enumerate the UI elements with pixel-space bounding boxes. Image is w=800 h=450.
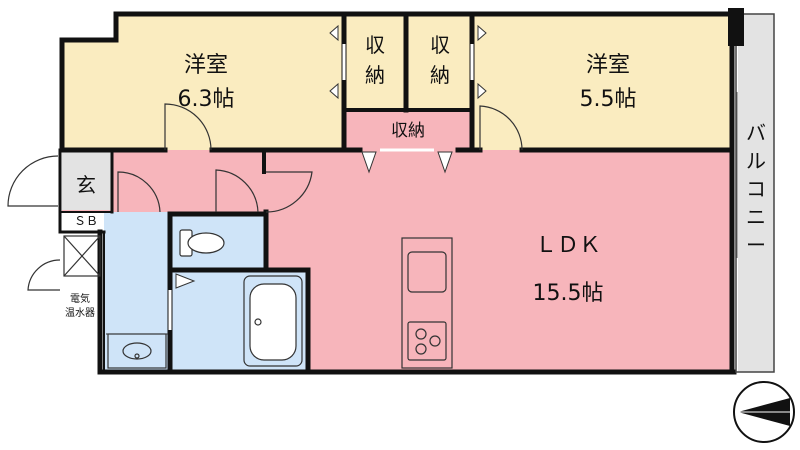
water-heater-label-1: 電気 xyxy=(70,292,90,305)
kitchen-counter xyxy=(401,237,453,369)
compass-north-icon xyxy=(733,381,795,443)
western-room-right-floor xyxy=(472,14,732,150)
sliding-door-tracks xyxy=(168,44,474,330)
ldk-size: 15.5帖 xyxy=(533,281,604,306)
balcony-label-3: コ xyxy=(746,177,766,201)
bathtub-icon xyxy=(243,275,303,367)
ldk-floor xyxy=(264,150,732,372)
kitchen-sink-icon xyxy=(407,251,447,293)
balcony-floor xyxy=(738,14,774,372)
western-room-right-name: 洋室 xyxy=(586,53,630,78)
water-heater-label-2: 温水器 xyxy=(65,307,95,319)
western-room-left-floor xyxy=(62,14,344,150)
closet-right-label-1: 収 xyxy=(430,33,450,57)
closet-left-floor xyxy=(344,14,406,110)
closet-left-label-2: 納 xyxy=(365,63,385,87)
wall-column xyxy=(728,8,744,46)
western-room-left-size: 6.3帖 xyxy=(178,87,235,112)
ldk-name: ＬＤＫ xyxy=(535,233,601,258)
closet-right-floor xyxy=(406,14,472,110)
washroom-floor xyxy=(104,212,170,372)
closet-lower-floor xyxy=(344,110,472,150)
balcony-label-5: ー xyxy=(746,233,766,257)
sliding-door-markers xyxy=(175,24,487,289)
balcony-label-2: ル xyxy=(746,149,766,173)
balcony-label-1: バ xyxy=(746,121,766,145)
doors xyxy=(7,103,523,291)
western-room-left-name: 洋室 xyxy=(184,53,228,78)
balcony-label-4: ニ xyxy=(746,205,766,229)
toilet-icon xyxy=(179,229,225,257)
western-room-right-size: 5.5帖 xyxy=(580,87,637,112)
entrance-label: 玄 xyxy=(76,173,96,197)
shoe-box-label: ＳＢ xyxy=(74,214,98,228)
closet-left-label-1: 収 xyxy=(365,33,385,57)
washing-machine-pan-icon xyxy=(63,235,101,277)
stove-icon xyxy=(407,321,447,361)
closet-right-label-2: 納 xyxy=(430,63,450,87)
closet-lower-label: 収納 xyxy=(391,121,425,141)
balcony-railing xyxy=(735,13,775,373)
entrance-floor xyxy=(62,150,112,210)
walls xyxy=(58,11,737,375)
